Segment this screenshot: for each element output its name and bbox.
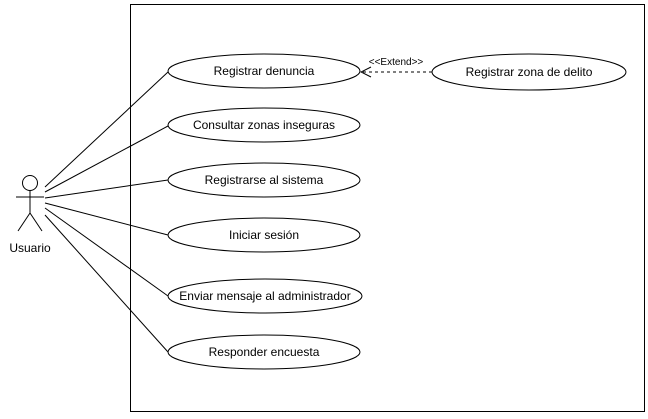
use-case-label: Registrarse al sistema [205, 173, 324, 187]
use-case-ellipse [167, 278, 363, 314]
association-registrarse [44, 179, 169, 199]
association-registrar-denuncia [44, 71, 169, 188]
actor-label: Usuario [9, 241, 51, 255]
use-case-label: Enviar mensaje al administrador [179, 289, 350, 303]
use-case-label: Responder encuesta [209, 345, 320, 359]
use-case-ellipse [167, 162, 361, 198]
use-case-registrar-zona[interactable]: Registrar zona de delito [431, 53, 627, 91]
actor-usuario[interactable] [16, 175, 44, 232]
use-case-ellipse [167, 107, 361, 143]
association-enviar-mensaje [44, 207, 169, 297]
use-case-label: Iniciar sesión [229, 228, 299, 242]
actor-head [22, 175, 38, 191]
association-iniciar-sesion [44, 202, 169, 236]
use-case-registrar-denuncia[interactable]: Registrar denuncia [167, 53, 361, 89]
use-case-enviar-mensaje[interactable]: Enviar mensaje al administrador [167, 278, 363, 314]
use-case-label: Registrar zona de delito [466, 65, 593, 79]
use-case-ellipse [167, 334, 361, 370]
use-case-iniciar-sesion[interactable]: Iniciar sesión [167, 217, 361, 253]
use-case-registrarse[interactable]: Registrarse al sistema [167, 162, 361, 198]
use-case-label: Consultar zonas inseguras [193, 118, 335, 132]
use-case-responder-encuesta[interactable]: Responder encuesta [167, 334, 361, 370]
association-consultar-zonas [44, 125, 169, 193]
use-case-label: Registrar denuncia [214, 64, 315, 78]
extend-label: <<Extend>> [369, 57, 424, 68]
use-case-consultar-zonas[interactable]: Consultar zonas inseguras [167, 107, 361, 143]
actor-right-leg [29, 212, 43, 232]
actor-left-leg [17, 212, 31, 232]
association-responder-encuesta [44, 214, 169, 353]
use-case-ellipse [167, 217, 361, 253]
